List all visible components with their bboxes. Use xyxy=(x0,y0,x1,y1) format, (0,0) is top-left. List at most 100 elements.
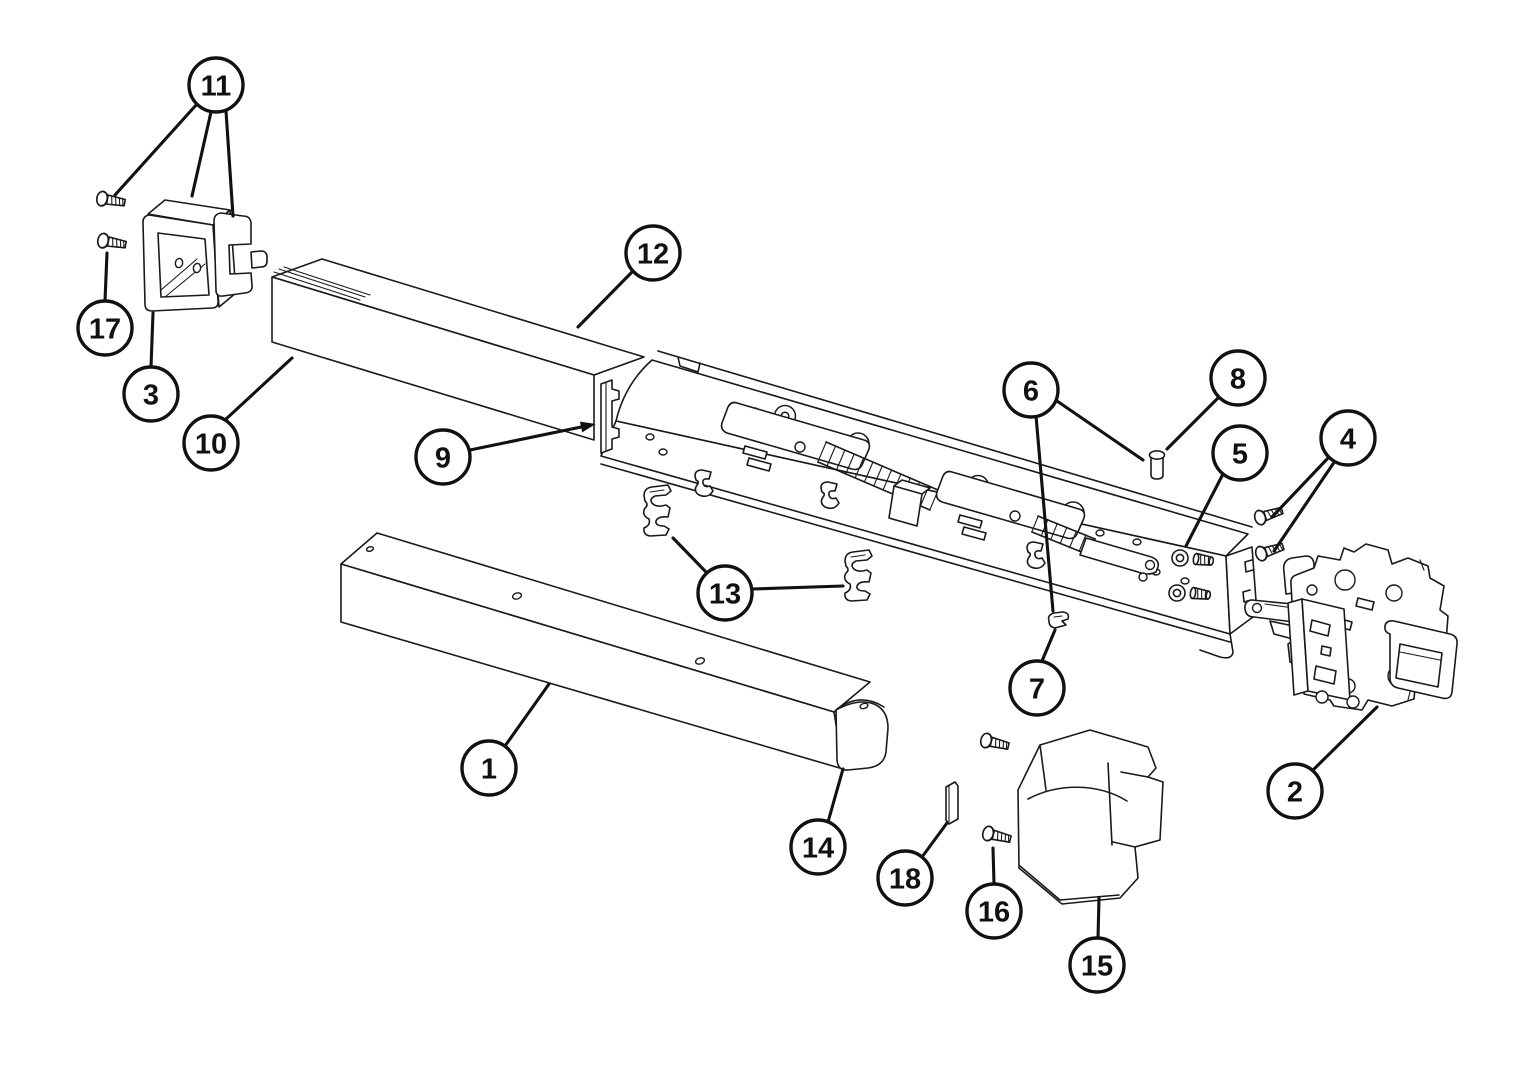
callout-circle-14 xyxy=(789,818,847,876)
plate-hole xyxy=(1009,510,1021,522)
spring-clip-right xyxy=(843,549,873,602)
retaining-clip xyxy=(1047,611,1070,629)
link-eye xyxy=(1144,559,1156,571)
push-bar-hole xyxy=(365,545,375,553)
callout-number-10: 10 xyxy=(195,428,227,460)
callout-number-7: 7 xyxy=(1029,673,1045,705)
callout-number-11: 11 xyxy=(201,70,232,102)
plate-slots xyxy=(742,445,772,472)
callout-circle-5 xyxy=(1211,424,1269,482)
spacer-strip xyxy=(945,781,959,825)
end-cap-bracket xyxy=(142,199,268,312)
callout-1: 1 xyxy=(460,739,518,797)
callout-number-13: 13 xyxy=(709,578,741,610)
leader-line-2 xyxy=(1311,705,1379,772)
bracket-hole xyxy=(174,257,184,269)
callout-circle-1 xyxy=(460,739,518,797)
arrowhead-9 xyxy=(579,421,596,433)
callout-circle-8 xyxy=(1209,349,1267,407)
callout-13: 13 xyxy=(696,564,754,622)
rail-hole xyxy=(645,433,655,441)
callout-9: 9 xyxy=(414,428,472,486)
plate-hole xyxy=(794,441,806,453)
callout-number-2: 2 xyxy=(1287,776,1303,808)
link-bar xyxy=(1079,537,1160,575)
callout-number-4: 4 xyxy=(1340,423,1356,455)
base-rail xyxy=(600,350,1258,659)
callout-16: 16 xyxy=(965,882,1023,940)
push-bar-hole xyxy=(694,657,706,665)
callout-3: 3 xyxy=(122,365,180,423)
latch-bracket-slots xyxy=(1309,619,1337,685)
rail-flange-hook xyxy=(1199,633,1234,659)
cover-screw-lower xyxy=(980,824,1013,847)
end-cap-hole xyxy=(859,702,869,710)
rail-hole xyxy=(1095,529,1105,537)
callout-circle-9 xyxy=(414,428,472,486)
callout-circle-15 xyxy=(1068,936,1126,994)
callout-17: 17 xyxy=(76,299,134,357)
leader-line-11 xyxy=(224,109,235,218)
bracket-recess xyxy=(157,232,210,298)
callout-number-12: 12 xyxy=(637,238,669,270)
leader-line-12 xyxy=(576,270,634,329)
callout-8: 8 xyxy=(1209,349,1267,407)
leader-lines-layer xyxy=(103,102,1379,940)
callout-2: 2 xyxy=(1266,762,1324,820)
callout-circle-13 xyxy=(696,564,754,622)
leader-line-14 xyxy=(826,767,845,824)
callout-circle-2 xyxy=(1266,762,1324,820)
callout-number-15: 15 xyxy=(1081,950,1113,982)
rail-hole xyxy=(1132,538,1142,546)
leader-line-8 xyxy=(1165,395,1221,451)
callout-number-18: 18 xyxy=(889,863,921,895)
callout-circle-3 xyxy=(122,365,180,423)
link-eye xyxy=(1138,572,1148,582)
bushing-upper xyxy=(1171,549,1189,567)
callout-18: 18 xyxy=(876,849,934,907)
callout-number-3: 3 xyxy=(143,379,159,411)
spring-assembly-right xyxy=(935,470,1160,582)
callout-circle-12 xyxy=(624,224,682,282)
leader-line-3 xyxy=(149,311,155,369)
spring-clip-left xyxy=(642,484,672,537)
bracket-hole xyxy=(192,262,202,274)
push-bar-end-cap xyxy=(835,699,889,771)
rail-top-face xyxy=(615,359,1249,557)
latch-mechanism xyxy=(1244,543,1458,711)
channel-front-face xyxy=(271,276,595,441)
callout-circle-4 xyxy=(1319,409,1377,467)
callout-number-8: 8 xyxy=(1230,363,1246,395)
leader-line-10 xyxy=(223,356,294,422)
spring-end-block xyxy=(888,479,931,527)
callout-12: 12 xyxy=(624,224,682,282)
leader-line-11 xyxy=(113,102,199,197)
callout-number-5: 5 xyxy=(1232,438,1248,470)
callout-circle-10 xyxy=(182,414,240,472)
callout-number-14: 14 xyxy=(802,832,834,864)
rail-back-notch xyxy=(677,356,701,373)
cover-channel xyxy=(271,258,645,441)
callout-circle-7 xyxy=(1008,659,1066,717)
leader-line-13 xyxy=(671,536,709,575)
bushing-lower xyxy=(1168,584,1186,602)
leader-line-16 xyxy=(991,846,996,886)
callout-circle-18 xyxy=(876,849,934,907)
pin xyxy=(1148,450,1166,480)
leader-line-18 xyxy=(920,821,949,859)
channel-hem-lines xyxy=(273,266,371,301)
callout-circle-17 xyxy=(76,299,134,357)
push-bar xyxy=(340,532,871,770)
callout-4: 4 xyxy=(1319,409,1377,467)
end-cap-screw-upper xyxy=(94,189,127,211)
leader-line-11 xyxy=(190,110,213,198)
callout-circle-11 xyxy=(187,56,245,114)
strike-tongue xyxy=(250,250,268,269)
leader-line-6 xyxy=(1055,399,1145,462)
plate-slots xyxy=(957,514,987,541)
leader-line-15 xyxy=(1096,896,1101,940)
cover-screw-upper xyxy=(978,731,1011,754)
